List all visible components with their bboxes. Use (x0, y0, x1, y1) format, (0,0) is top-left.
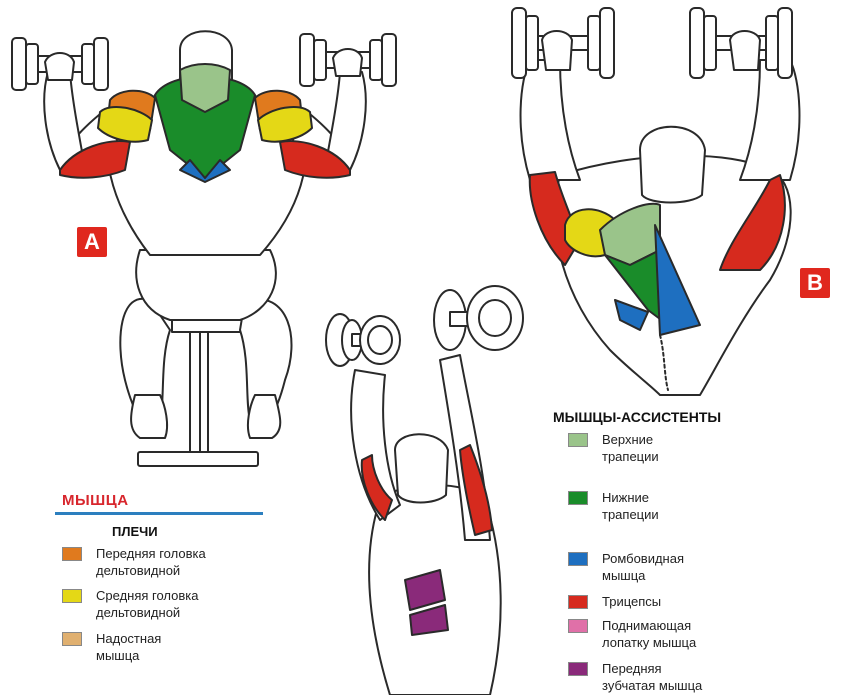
legend-swatch (62, 589, 82, 603)
badge-b: B (800, 268, 830, 298)
assist-item-lower-trapezius: Нижние трапеции (568, 489, 659, 523)
legend-title: МЫШЦА (62, 492, 129, 509)
assist-item-levator-scapulae: Поднимающая лопатку мышца (568, 617, 696, 651)
legend-swatch (568, 491, 588, 505)
rhomboid-b (654, 224, 701, 336)
assist-item-rhomboid: Ромбовидная мышца (568, 550, 684, 584)
legend-swatch (568, 662, 588, 676)
legend-item-supraspinatus: Надостная мышца (62, 630, 161, 664)
triceps-a-right (279, 140, 351, 179)
figure-a-seated-press (11, 30, 397, 467)
triceps-b-right (719, 174, 786, 271)
assist-item-upper-trapezius: Верхние трапеции (568, 431, 659, 465)
legend-label: Средняя головка дельтовидной (96, 588, 199, 620)
legend-item-front-deltoid: Передняя головка дельтовидной (62, 545, 206, 579)
legend-swatch (62, 547, 82, 561)
legend-swatch (568, 595, 588, 609)
assist-item-serratus-anterior: Передняя зубчатая мышца (568, 660, 702, 694)
rhomboid-a (179, 159, 231, 183)
legend-label: Ромбовидная мышца (602, 551, 684, 583)
badge-a: A (77, 227, 107, 257)
figure-b-standing-rear (511, 7, 801, 396)
triceps-c-right (459, 444, 493, 536)
legend-swatch (568, 619, 588, 633)
legend-label: Передняя головка дельтовидной (96, 546, 206, 578)
legend-label: Трицепсы (602, 594, 662, 609)
legend-subtitle: ПЛЕЧИ (112, 524, 158, 539)
legend-label: Передняя зубчатая мышца (602, 661, 703, 693)
triceps-a-left (59, 140, 131, 179)
legend-item-mid-deltoid: Средняя головка дельтовидной (62, 587, 199, 621)
legend-label: Надостная мышца (96, 631, 162, 663)
legend-label: Верхние трапеции (602, 432, 659, 464)
assistants-title: МЫШЦЫ-АССИСТЕНТЫ (553, 409, 722, 425)
serratus-c (404, 569, 449, 636)
assist-item-triceps: Трицепсы (568, 593, 661, 610)
triceps-c-left (360, 454, 393, 521)
legend-swatch (568, 552, 588, 566)
legend-swatch (568, 433, 588, 447)
figure-c-standing-front (325, 285, 524, 695)
dumbbell-c-right (433, 285, 524, 351)
deltoid-mid-a-right (257, 105, 313, 143)
dumbbell-c-left (325, 313, 401, 367)
legend-swatch (62, 632, 82, 646)
legend-label: Поднимающая лопатку мышца (602, 618, 697, 650)
legend-label: Нижние трапеции (602, 490, 659, 522)
trap-upper-a (179, 63, 231, 113)
legend-divider (55, 512, 263, 515)
deltoid-mid-a-left (97, 105, 153, 143)
